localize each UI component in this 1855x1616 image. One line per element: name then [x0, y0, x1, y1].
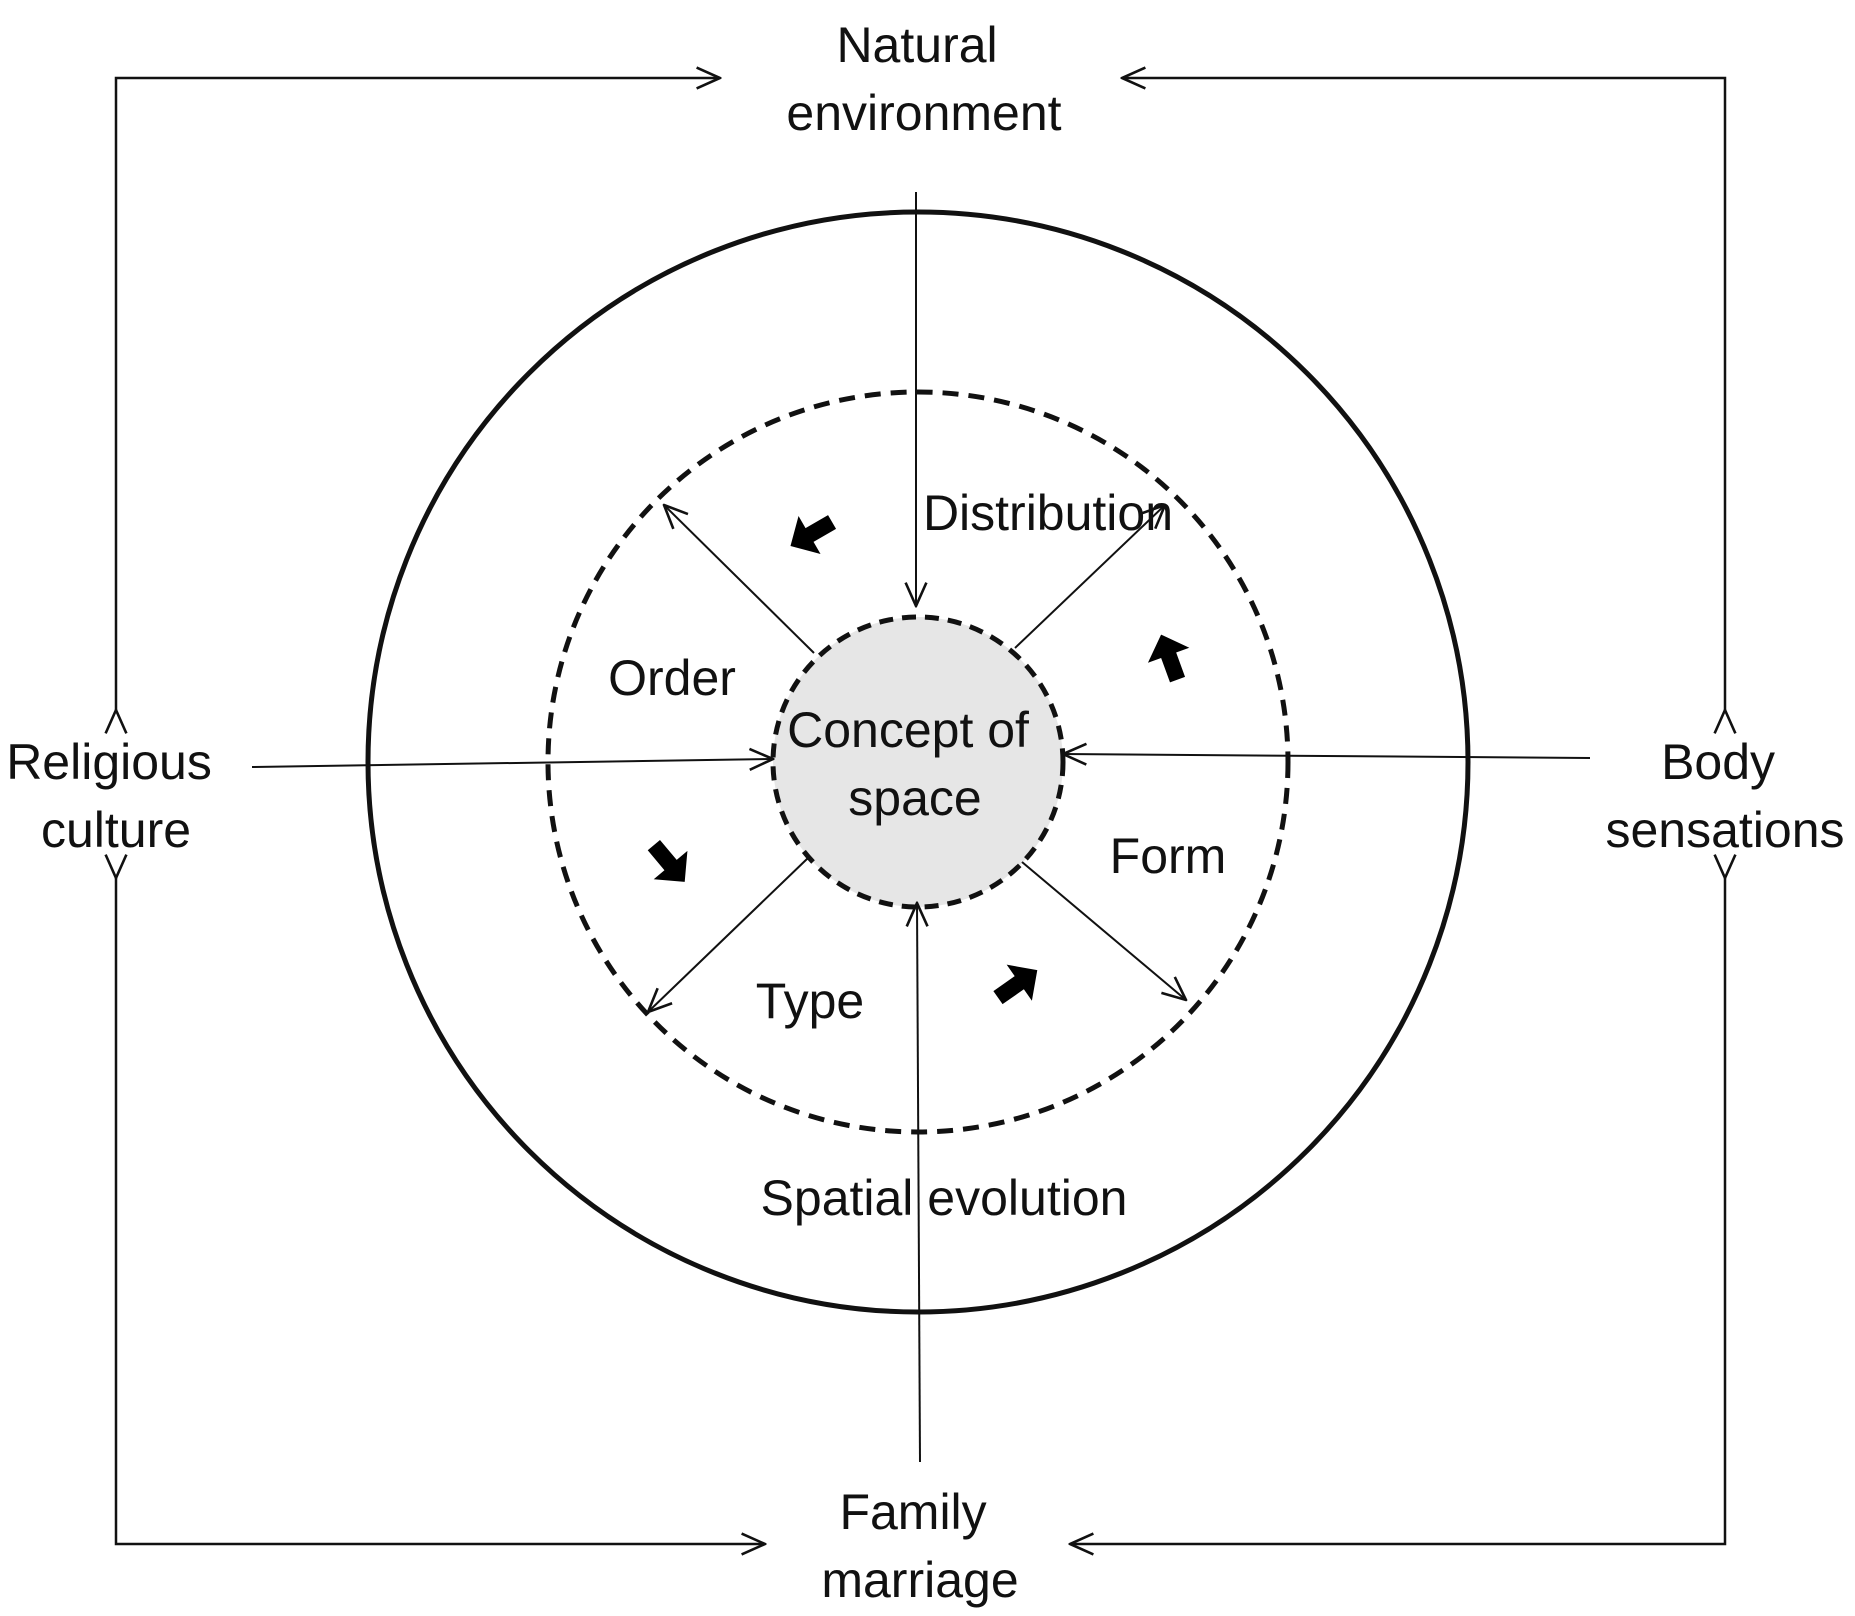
factor-family-line2: marriage — [821, 1552, 1018, 1608]
factor-body-line1: Body — [1661, 734, 1775, 790]
factor-natural-line2: environment — [786, 85, 1061, 141]
cycle-arrow-lower-left — [647, 840, 688, 882]
cycle-arrow-lower-right — [993, 964, 1038, 1005]
core-label-line1: Concept of — [787, 702, 1029, 758]
outer-label-spatial-evolution: Spatial evolution — [761, 1170, 1128, 1226]
arrow-core-to-order — [664, 505, 815, 654]
arrow-body-to-core — [1063, 754, 1591, 758]
factor-religious-line2: culture — [41, 802, 191, 858]
outer-circle-spatial-evolution — [365, 209, 1471, 1315]
arrow-family-to-core — [917, 903, 920, 1463]
ring-label-form: Form — [1110, 828, 1227, 884]
connector-body-natural — [1122, 78, 1725, 710]
factor-religious-line1: Religious — [6, 734, 212, 790]
factor-body-sensations: Body sensations — [1605, 734, 1844, 858]
arrow-religious-to-core — [251, 759, 773, 767]
cycle-arrows — [647, 515, 1190, 1005]
connector-religious-family — [116, 878, 765, 1544]
factor-natural-environment: Natural environment — [786, 17, 1061, 141]
factor-connectors — [116, 78, 1725, 1544]
influence-arrows — [251, 192, 1591, 1463]
ring-label-order: Order — [608, 650, 736, 706]
arrow-core-to-form — [1021, 861, 1186, 1000]
core-circle-concept-of-space — [770, 614, 1066, 910]
arrow-core-to-distribution — [1014, 505, 1165, 649]
ring-label-type: Type — [756, 973, 864, 1029]
core-label-line2: space — [848, 770, 981, 826]
factor-family-marriage: Family marriage — [821, 1484, 1018, 1608]
factor-family-line1: Family — [839, 1484, 986, 1540]
diagonal-arrows — [648, 505, 1186, 1012]
cycle-arrow-upper-left — [790, 515, 837, 555]
factor-body-line2: sensations — [1605, 802, 1844, 858]
connector-body-family — [1070, 878, 1725, 1544]
factor-religious-culture: Religious culture — [6, 734, 226, 858]
ring-label-distribution: Distribution — [923, 485, 1173, 541]
arrow-core-to-type — [648, 857, 809, 1012]
cycle-arrow-upper-right — [1147, 634, 1190, 683]
factor-natural-line1: Natural — [836, 17, 997, 73]
connector-religious-natural — [116, 78, 720, 710]
core-label-concept-of-space: Concept of space — [787, 702, 1043, 826]
